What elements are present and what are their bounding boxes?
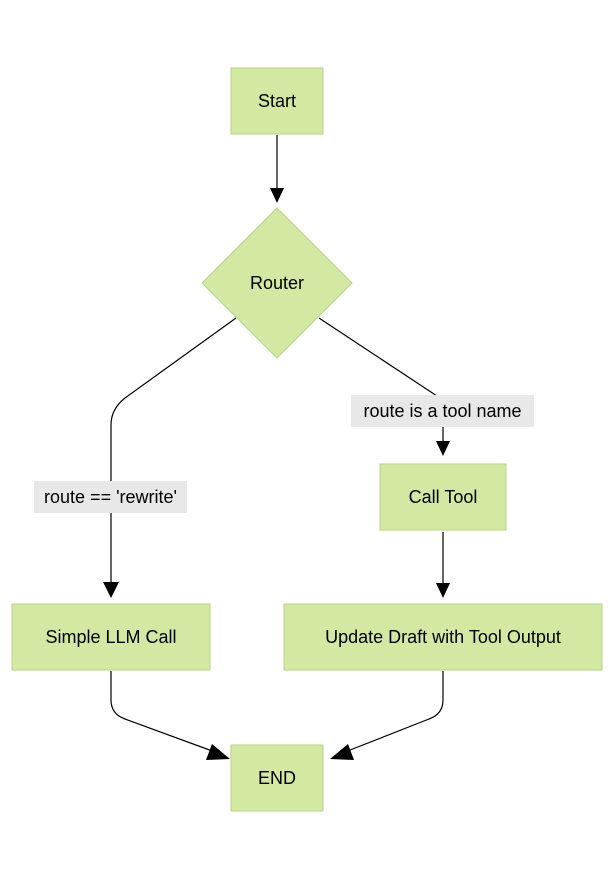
edge-label-tool-name-background (351, 395, 534, 427)
edge-label-rewrite: route == 'rewrite' (44, 487, 177, 507)
node-start: Start (230, 67, 324, 135)
node-start-label: Start (258, 91, 296, 111)
edge-label-tool-name: route is a tool name (363, 401, 521, 421)
arrowhead-router-to-simple-llm-call (103, 582, 119, 598)
arrowhead-update-draft-to-end (330, 744, 354, 760)
arrowhead-simple-llm-call-to-end (206, 744, 230, 760)
nodes: Start Router Call Tool Simple LLM Call U… (11, 67, 603, 812)
edge-simple-llm-call-to-end (110, 671, 216, 753)
node-update-draft: Update Draft with Tool Output (283, 603, 603, 671)
node-end-label: END (258, 768, 296, 788)
node-router-label: Router (250, 273, 304, 293)
node-simple-llm-call: Simple LLM Call (11, 603, 211, 671)
node-call-tool-box (379, 463, 507, 531)
edge-label-rewrite-background (34, 481, 187, 513)
edge-labels: route == 'rewrite' route is a tool name (34, 395, 534, 513)
node-simple-llm-call-box (11, 603, 211, 671)
arrowhead-router-to-call-tool (436, 441, 450, 456)
node-end: END (230, 744, 324, 812)
node-call-tool-label: Call Tool (409, 487, 478, 507)
node-simple-llm-call-label: Simple LLM Call (45, 627, 176, 647)
node-end-box (230, 744, 324, 812)
arrowhead-call-tool-to-update-draft (436, 583, 450, 598)
node-router-diamond (201, 207, 353, 359)
node-update-draft-label: Update Draft with Tool Output (325, 627, 561, 647)
edge-router-to-simple-llm-call (110, 317, 237, 583)
node-update-draft-box (283, 603, 603, 671)
node-start-box (230, 67, 324, 135)
edge-update-draft-to-end (344, 671, 444, 753)
arrowhead-start-to-router (270, 188, 284, 203)
node-call-tool: Call Tool (379, 463, 507, 531)
node-router: Router (201, 207, 353, 359)
